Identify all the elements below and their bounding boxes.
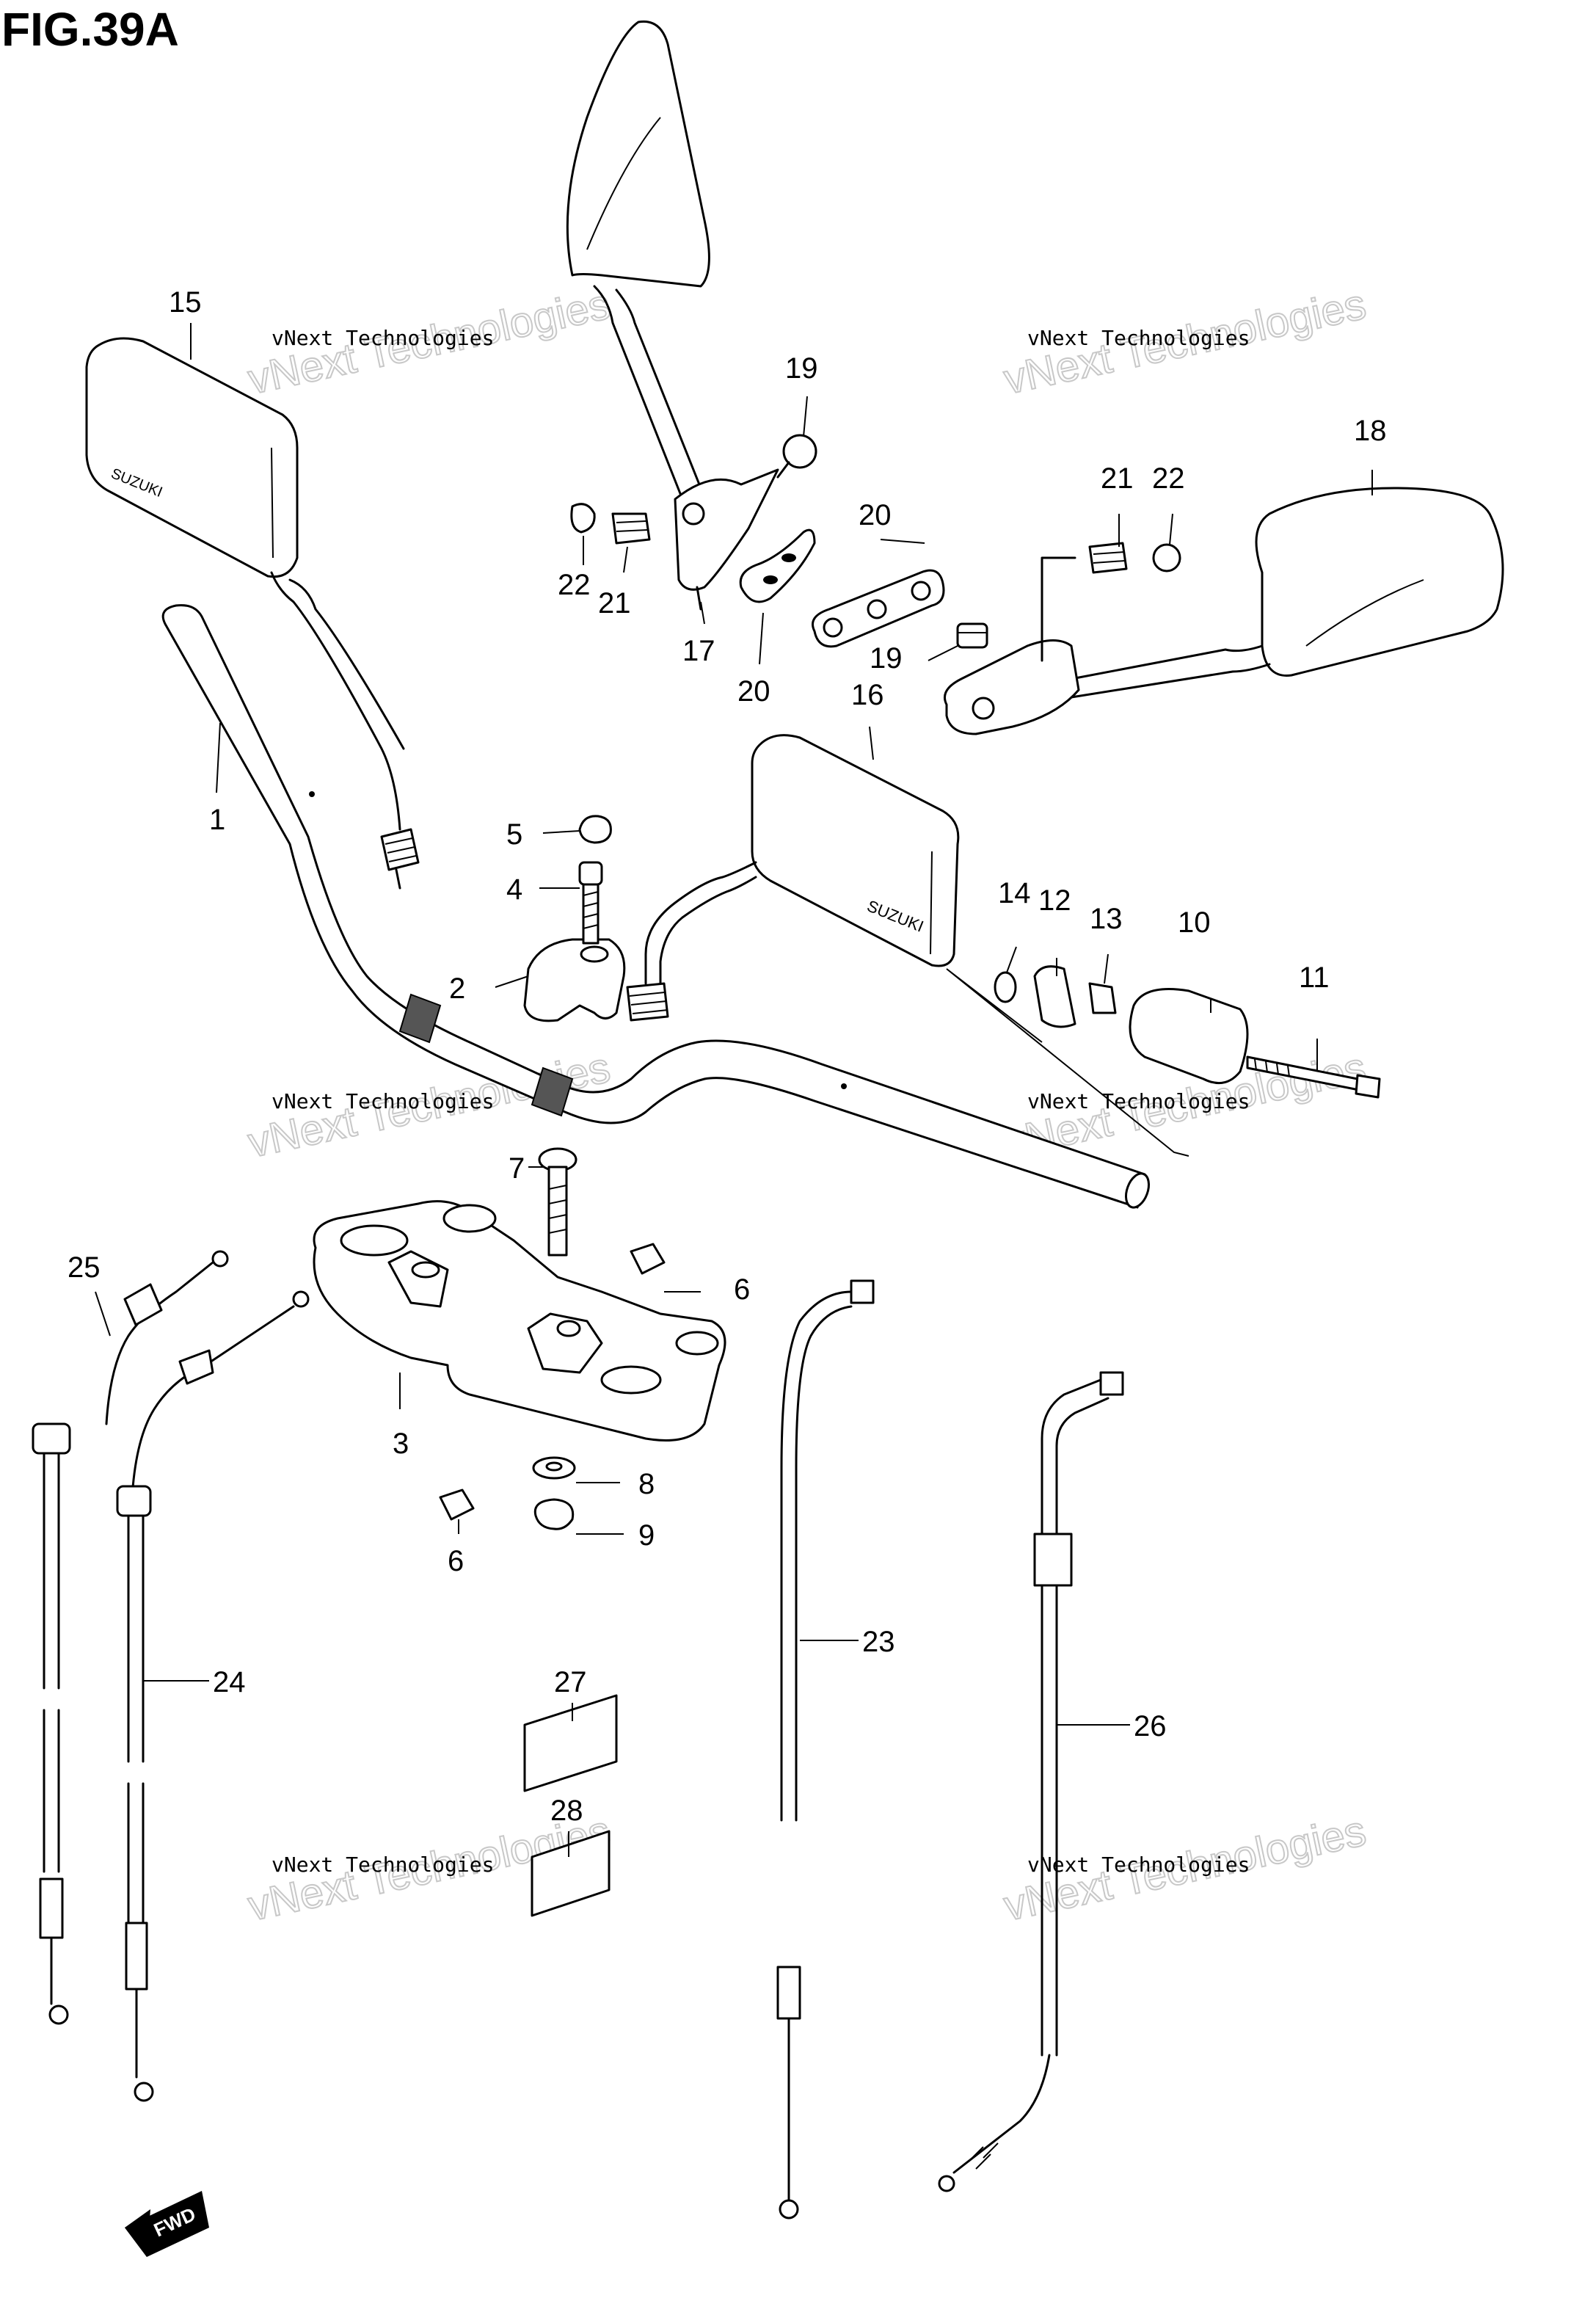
cable-23 [776,1279,875,2220]
cap-5 [578,815,612,844]
mirror-18 [944,487,1504,735]
callout-16: 16 [851,679,884,711]
nut-13 [1088,982,1117,1014]
callout-8: 8 [638,1468,655,1500]
callout-15: 15 [169,286,202,319]
callout-6: 6 [448,1545,464,1577]
callouts: 15 1 2 3 4 5 6 6 7 8 9 10 11 12 13 14 16… [68,286,1387,1827]
callout-26: 26 [1134,1710,1167,1742]
spacer-12 [1033,965,1076,1028]
washer-14 [994,971,1017,1003]
adaptor-20-right [812,569,945,648]
adaptor-20-left [739,528,816,603]
callout-14: 14 [998,877,1031,909]
callout-11: 11 [1299,961,1330,994]
callout-21: 21 [598,587,631,619]
callout-7: 7 [509,1152,525,1185]
bolt-7 [538,1147,577,1257]
callout-2: 2 [449,973,465,1005]
rubber-6-upper [630,1243,666,1275]
callout-9: 9 [638,1519,655,1552]
callout-4: 4 [506,873,522,906]
leader-lines [95,323,1373,1857]
callout-13: 13 [1090,903,1123,935]
lower-holder-3 [313,1200,726,1442]
callout-20: 20 [737,675,770,708]
callout-27: 27 [554,1666,587,1698]
watermark-small-text: vNext Technologies [272,1853,494,1877]
cable-25 [32,1250,229,2025]
callout-10: 10 [1178,906,1211,939]
mirror-15: SUZUKI [85,337,420,890]
screw-11 [1246,1055,1381,1099]
screw-21-right [1088,542,1128,574]
watermark-small-text: vNext Technologies [1027,1853,1250,1877]
balancer-10 [1129,988,1249,1085]
callout-19: 19 [785,352,818,385]
screw-21-left [611,512,651,545]
handlebar-1 [161,604,1151,1209]
watermark-small-text: vNext Technologies [272,326,494,350]
callout-1: 1 [209,804,225,836]
watermark: vNext Technologies vNext Technologies [244,280,615,404]
callout-5: 5 [506,818,522,851]
mirror-17 [566,20,779,611]
watermark-small-text: vNext Technologies [272,1089,494,1113]
nut-9 [533,1498,575,1530]
callout-22: 22 [558,569,591,601]
label-28 [531,1830,611,1917]
fwd-arrow: FWD [125,2191,209,2257]
callout-19: 19 [870,642,903,675]
callout-22: 22 [1152,462,1185,495]
callout-20: 20 [859,499,892,531]
bolt-4 [578,861,603,945]
figure-title: FIG.39A [1,3,179,56]
watermark: vNext Technologies vNext Technologies [999,1806,1371,1931]
callout-3: 3 [393,1428,409,1460]
callout-23: 23 [862,1626,895,1658]
washer-8 [532,1456,576,1480]
cap-19-top [776,434,817,479]
watermark-group: vNext Technologies vNext Technologies vN… [244,280,1371,1931]
cap-22-right [1152,543,1181,572]
callout-28: 28 [550,1795,583,1827]
cap-22-left [570,503,596,534]
callout-6: 6 [734,1273,750,1306]
cable-24 [116,1290,310,2102]
cable-26 [938,1371,1124,2192]
upper-holder-2 [523,938,626,1022]
callout-18: 18 [1354,415,1387,447]
callout-24: 24 [213,1666,246,1698]
watermark-small-text: vNext Technologies [1027,326,1250,350]
callout-21: 21 [1101,462,1134,495]
screw-19-mid [956,622,988,649]
label-27 [523,1694,618,1792]
watermark-small-text: vNext Technologies [1027,1089,1250,1113]
mirror-16: SUZUKI [626,734,960,1022]
callout-17: 17 [682,635,715,667]
rubber-6-lower [439,1488,475,1521]
callout-25: 25 [68,1251,101,1284]
watermark: vNext Technologies vNext Technologies [999,280,1371,404]
callout-12: 12 [1038,884,1071,917]
